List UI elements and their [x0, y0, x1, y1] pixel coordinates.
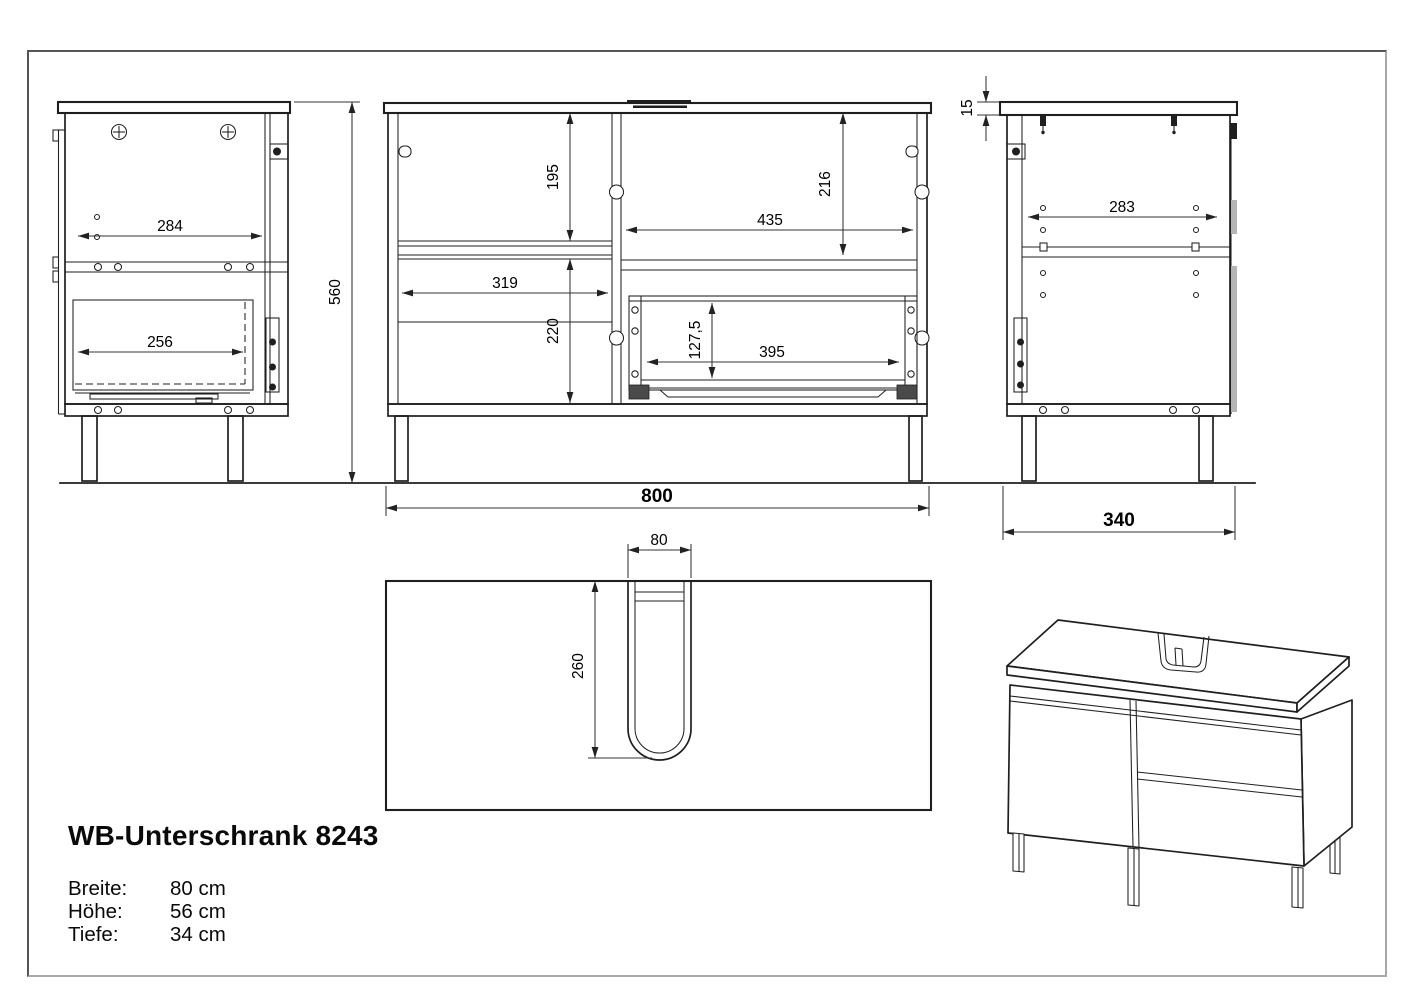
front-view: 195 220 319 216 435 127,5 395 800 [382, 100, 933, 516]
page-border [27, 50, 1387, 977]
spec-value-breite: 80 cm [170, 877, 226, 900]
spec-table: Breite: 80 cm Höhe: 56 cm Tiefe: 34 cm [68, 877, 226, 947]
product-title: WB-Unterschrank 8243 [68, 820, 379, 851]
dim-cutout-depth: 260 [570, 653, 587, 679]
spec-row-breite: Breite: 80 cm [68, 877, 226, 901]
spec-label-tiefe: Tiefe: [68, 922, 119, 946]
dim-inner-depth: 283 [1109, 199, 1135, 216]
dim-drawer-front-height: 127,5 [687, 321, 704, 360]
dim-right-opening-height: 216 [817, 171, 834, 197]
dim-lower-section-height: 220 [545, 318, 562, 344]
top-view: 80 260 [384, 532, 933, 812]
dim-drawer-depth: 256 [147, 334, 173, 351]
dim-right-compartment-width: 435 [757, 212, 783, 229]
dim-total-height: 560 [327, 279, 344, 305]
spec-value-hoehe: 56 cm [170, 899, 226, 923]
dim-cutout-width: 80 [650, 532, 668, 549]
spec-row-hoehe: Höhe: 56 cm [68, 899, 226, 924]
dim-total-width: 800 [641, 486, 673, 507]
spec-label-breite: Breite: [68, 877, 128, 900]
dim-top-panel-thickness: 15 [959, 99, 976, 116]
spec-label-hoehe: Höhe: [68, 899, 123, 923]
dim-total-depth: 340 [1103, 510, 1135, 531]
spec-value-tiefe: 34 cm [170, 922, 226, 946]
side-view-left: 284 256 560 [52, 100, 360, 483]
perspective-view [1006, 619, 1353, 909]
spec-row-tiefe: Tiefe: 34 cm [68, 922, 226, 947]
dim-drawer-inner-width: 395 [759, 344, 785, 361]
side-view-right: 15 283 340 [959, 76, 1239, 540]
dim-door-opening-height: 195 [545, 164, 562, 190]
dim-back-width: 284 [157, 218, 183, 235]
dim-left-compartment-width: 319 [492, 275, 518, 292]
